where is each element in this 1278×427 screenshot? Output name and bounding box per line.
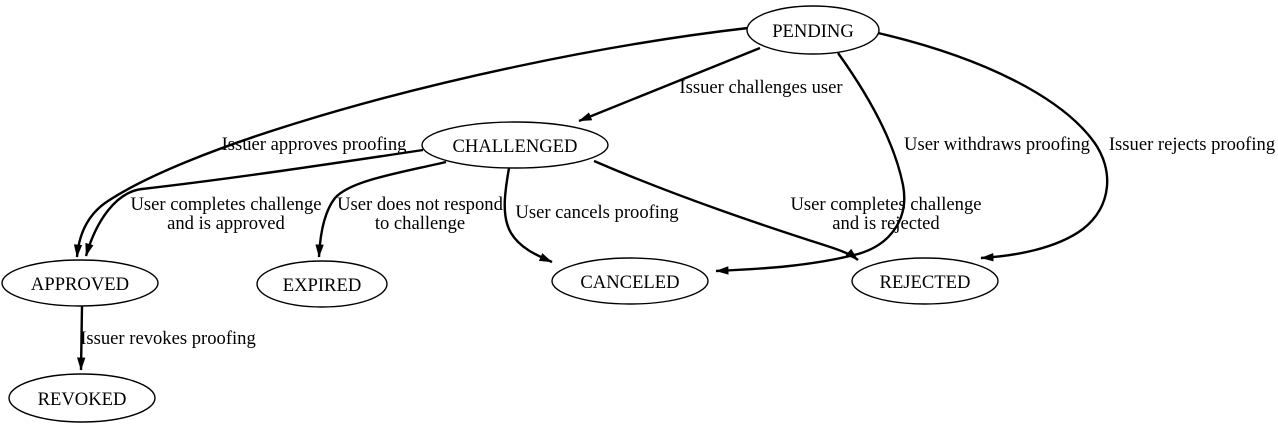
edge-label-challenged-expired: User does not respond [337, 194, 503, 215]
edge-challenged-expired [315, 160, 447, 258]
state-node-challenged: CHALLENGED [421, 121, 609, 169]
state-label-challenged: CHALLENGED [453, 136, 578, 157]
edge-challenged-approved [84, 148, 424, 257]
edge-labels-layer: Issuer challenges user Issuer approves p… [80, 77, 1275, 349]
state-node-canceled: CANCELED [551, 257, 709, 305]
edge-label-pending-approved: Issuer approves proofing [222, 134, 407, 155]
state-label-expired: EXPIRED [283, 275, 362, 296]
edge-label-approved-revoked: Issuer revokes proofing [80, 328, 256, 349]
state-label-canceled: CANCELED [580, 272, 679, 293]
edges-layer [73, 26, 1109, 371]
edge-label-challenged-expired-line-2: to challenge [375, 213, 465, 234]
edge-label-challenged-rejected-line-2: and is rejected [832, 213, 940, 234]
edge-pending-canceled [715, 52, 906, 275]
edge-challenged-canceled [503, 167, 553, 264]
edge-label-challenged-canceled: User cancels proofing [515, 202, 678, 223]
edge-pending-approved [73, 26, 749, 258]
state-label-approved: APPROVED [31, 274, 129, 295]
edge-label-challenged-rejected: User completes challenge [790, 194, 981, 215]
state-node-rejected: REJECTED [851, 257, 999, 305]
state-label-rejected: REJECTED [880, 272, 971, 293]
state-ellipse-rejected [851, 257, 999, 305]
state-node-pending: PENDING [746, 5, 880, 55]
edge-label-challenged-approved: User completes challenge [130, 194, 321, 215]
state-ellipse-expired [256, 260, 388, 308]
state-ellipse-approved [1, 259, 159, 307]
state-node-approved: APPROVED [1, 259, 159, 307]
state-ellipse-canceled [551, 257, 709, 305]
edge-pending-challenged [578, 46, 761, 123]
edge-label-pending-challenged: Issuer challenges user [679, 77, 843, 98]
state-ellipse-revoked [8, 373, 156, 423]
edge-label-challenged-approved-line-2: and is approved [167, 213, 285, 234]
state-ellipse-challenged [421, 121, 609, 169]
nodes-layer: PENDING CHALLENGED APPROVED EXPIRED CANC… [1, 5, 999, 423]
edge-approved-revoked [76, 305, 86, 371]
state-node-expired: EXPIRED [256, 260, 388, 308]
state-node-revoked: REVOKED [8, 373, 156, 423]
edge-challenged-rejected [593, 159, 859, 261]
edge-pending-rejected [877, 31, 1109, 262]
edge-label-pending-rejected: Issuer rejects proofing [1109, 134, 1275, 155]
state-label-revoked: REVOKED [38, 389, 127, 410]
state-label-pending: PENDING [772, 21, 854, 42]
state-ellipse-pending [746, 5, 880, 55]
edge-label-pending-canceled: User withdraws proofing [904, 134, 1090, 155]
